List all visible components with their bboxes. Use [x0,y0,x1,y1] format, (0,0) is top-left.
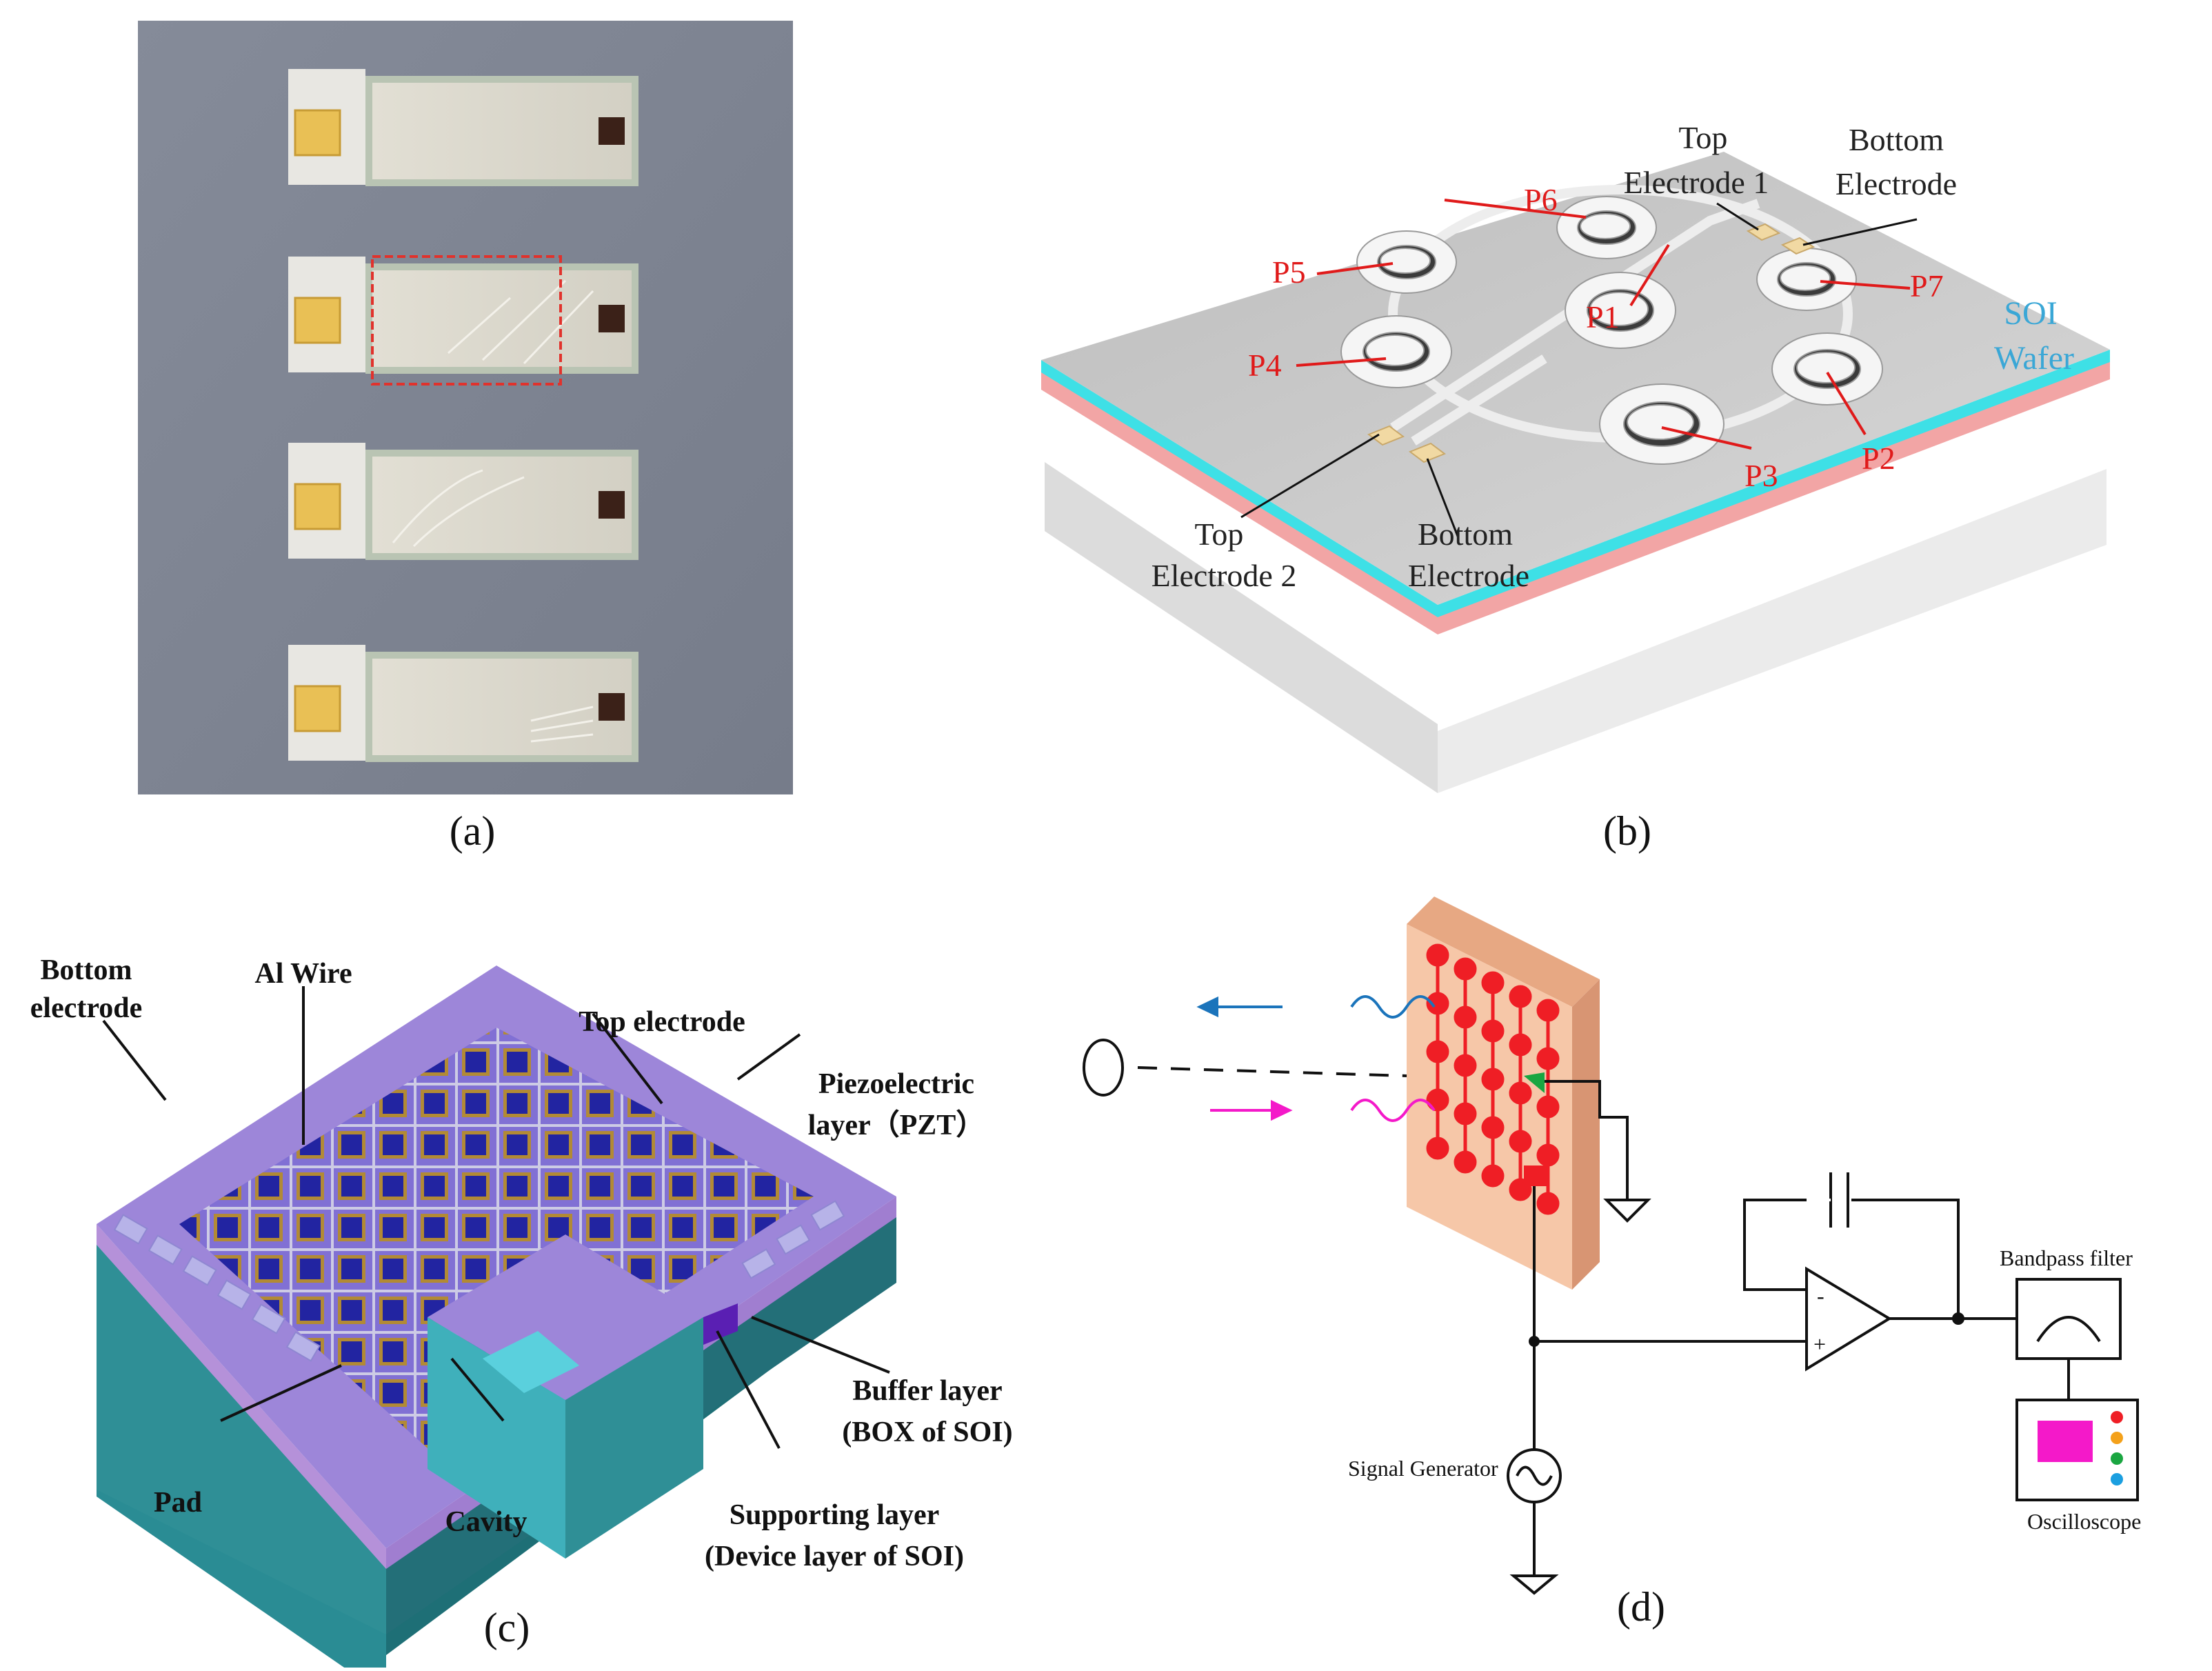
oscilloscope-knob-green [2111,1452,2123,1465]
label-soi: SOI [2004,295,2057,332]
bandpass-filter-box [2015,1278,2122,1360]
transducer-dots [1426,943,1560,1215]
buffer-layer-shape [703,1303,738,1345]
ground-plate [1545,1080,1651,1223]
panel-d-figure: - + Signal Generator Bandpass filter Osc… [1083,897,2141,1630]
leader-lines-black [1240,202,1918,539]
label-pad: Pad [154,1487,202,1519]
label-oscilloscope: Oscilloscope [2027,1509,2141,1534]
device-block [97,965,896,1671]
label-p7: P7 [1910,268,1944,303]
ring-p6 [1556,196,1657,259]
label-bottom-electrode-line2: electrode [30,992,142,1024]
opamp-minus: - [1817,1283,1824,1308]
label-bottom-electrode-2-line2: Electrode [1408,558,1529,593]
caption-c: (c) [484,1605,530,1650]
label-top-electrode-2-line1: Top [1195,517,1244,552]
ring-p5 [1356,230,1457,294]
label-al-wire: Al Wire [254,958,352,990]
label-signal-generator: Signal Generator [1348,1456,1498,1481]
ring-p7 [1756,248,1857,311]
oscilloscope-knob-blue [2111,1473,2123,1485]
sensor-element-1 [288,69,639,186]
label-wafer: Wafer [1994,340,2074,377]
panel-b: P6 P5 P1 P7 P4 P2 P3 Top Electrode 1 Bot… [1020,103,2193,869]
panel-b-figure: P6 P5 P1 P7 P4 P2 P3 Top Electrode 1 Bot… [1041,120,2110,854]
label-p2: P2 [1862,441,1896,476]
caption-d: (d) [1617,1584,1665,1630]
label-top-electrode-1-line1: Top [1679,120,1728,155]
sensor-rings [1340,196,1883,465]
panel-d: - + Signal Generator Bandpass filter Osc… [1076,883,2212,1668]
signal-connector [1524,1165,1548,1186]
label-buffer-line2: (BOX of SOI) [842,1417,1012,1448]
label-p5: P5 [1272,254,1306,290]
sensor-element-4 [288,645,639,762]
transducer-array [1407,897,1600,1290]
label-buffer-line1: Buffer layer [852,1375,1002,1407]
oscilloscope-screen [2038,1421,2093,1462]
label-bottom-electrode-2-line1: Bottom [1418,517,1513,552]
label-top-electrode-2-line2: Electrode 2 [1152,558,1297,593]
echo-wave-blue [1196,995,1436,1019]
label-p4: P4 [1248,348,1282,383]
label-piezoelectric-line1: Piezoelectric [818,1068,974,1100]
label-cavity: Cavity [445,1506,527,1538]
panel-a: (a) [0,0,1106,869]
label-top-electrode: Top electrode [579,1006,745,1038]
sensor-element-2 [288,255,639,386]
ring-p2 [1771,332,1883,406]
ring-p3 [1599,383,1725,465]
oscilloscope-knob-red [2111,1411,2123,1423]
label-bottom-electrode-line1: Bottom [41,954,132,986]
op-amp [1805,1266,1892,1372]
bottom-electrode-2-pad [1408,442,1447,463]
label-bottom-electrode-1-line2: Electrode [1836,166,1957,201]
pads [113,1200,845,1362]
target-object [1083,1039,1124,1097]
ground-connector [1524,1072,1545,1093]
caption-b: (b) [1603,808,1651,854]
label-bottom-electrode-1-line1: Bottom [1849,122,1944,157]
label-p6: P6 [1524,182,1558,217]
bottom-electrode-1-pad [1780,237,1816,255]
sensor-element-3 [288,443,639,560]
label-supporting-line2: (Device layer of SOI) [705,1541,964,1572]
emit-wave-magenta [1210,1099,1436,1122]
acoustic-path [1137,1066,1407,1077]
caption-a: (a) [450,808,496,854]
label-p1: P1 [1586,299,1620,334]
label-p3: P3 [1745,458,1778,493]
opamp-plus: + [1813,1332,1826,1357]
leader-lines [1296,199,1911,450]
leader-lines [102,986,890,1449]
ring-p4 [1340,315,1452,388]
label-piezoelectric-line2: layer（PZT） [808,1109,985,1141]
junction-node [1529,1336,1540,1347]
output-node [1952,1312,1964,1325]
label-bandpass-filter: Bandpass filter [2000,1245,2133,1270]
ring-p1 [1565,272,1676,349]
top-electrode-2-pad [1367,425,1405,446]
label-top-electrode-1-line2: Electrode 1 [1624,165,1769,200]
panel-c: Bottom electrode Al Wire Top electrode P… [0,917,1076,1671]
highlight-box [371,255,562,386]
panel-a-figure: (a) [138,21,793,854]
panel-c-figure: Bottom electrode Al Wire Top electrode P… [30,954,1013,1671]
oscilloscope-knob-orange [2111,1432,2123,1444]
label-supporting-line1: Supporting layer [730,1499,940,1531]
